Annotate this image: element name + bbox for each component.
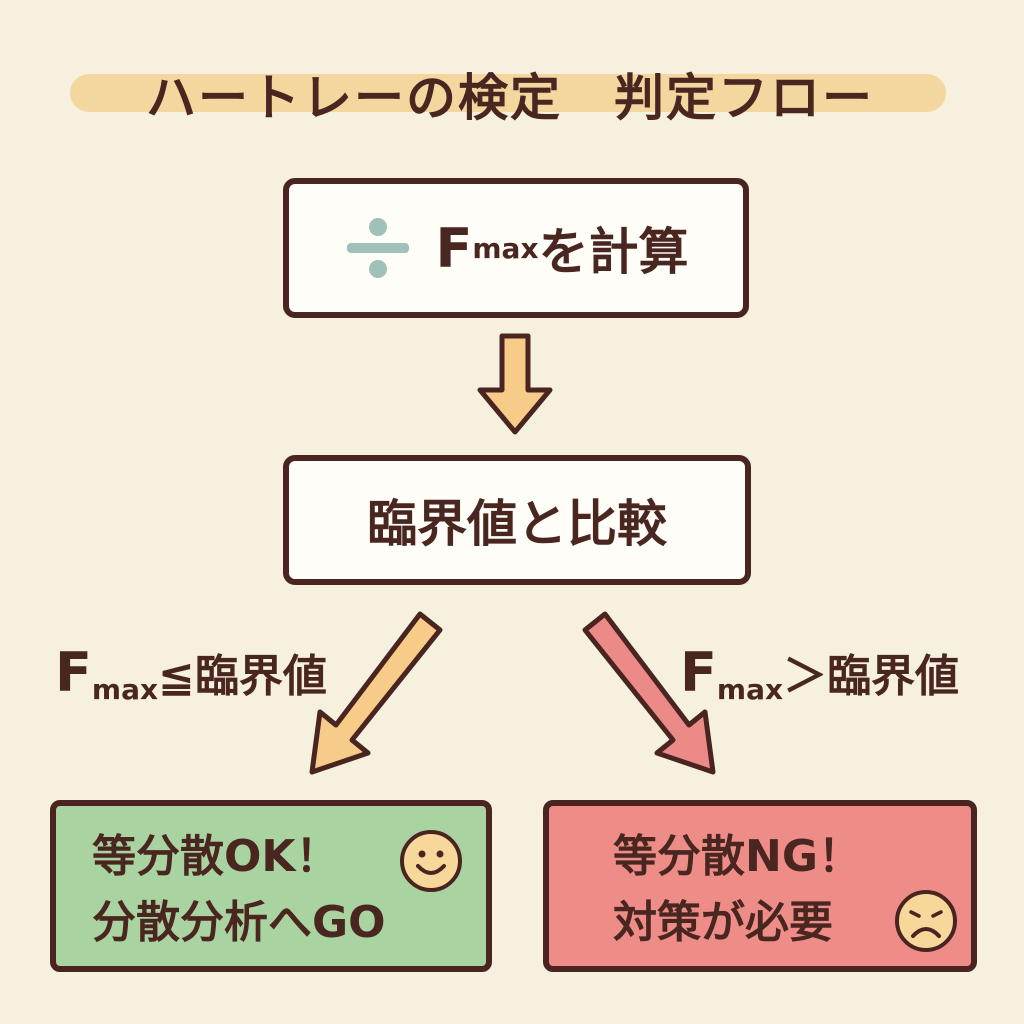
result-ng-box: 等分散NG！ 対策が必要: [543, 800, 977, 972]
step1-text: を計算: [538, 223, 689, 281]
step-compare-critical: 臨界値と比較: [283, 455, 751, 585]
f-subscript: max: [472, 231, 539, 265]
condition-text: ＞臨界値: [783, 651, 960, 702]
result-ng-line1: 等分散NG！: [613, 831, 862, 882]
smiley-face-icon: [400, 830, 462, 892]
result-ng-line2: 対策が必要: [613, 897, 833, 948]
f-symbol: F: [435, 216, 473, 280]
result-ok-line2: 分散分析へGO: [92, 897, 386, 948]
step2-text: 臨界値と比較: [367, 495, 667, 553]
branch-label-fail: Fmax＞臨界値: [680, 640, 959, 706]
condition-text: ≦臨界値: [158, 651, 327, 702]
title-highlight: [70, 74, 946, 112]
f-subscript: max: [716, 673, 784, 706]
f-symbol: F: [55, 641, 92, 704]
result-ok-box: 等分散OK！ 分散分析へGO: [50, 800, 492, 972]
page-title: ハートレーの検定 判定フロー: [146, 69, 874, 127]
branch-label-pass: Fmax≦臨界値: [55, 640, 327, 706]
divide-icon: [347, 218, 410, 278]
arrow-left-down-icon: [309, 611, 443, 775]
sad-face-icon: [895, 890, 957, 952]
arrow-down-icon: [477, 333, 553, 435]
f-subscript: max: [91, 673, 159, 706]
arrow-right-down-icon: [582, 611, 716, 775]
result-ok-line1: 等分散OK！: [92, 831, 340, 882]
f-symbol: F: [680, 641, 717, 704]
